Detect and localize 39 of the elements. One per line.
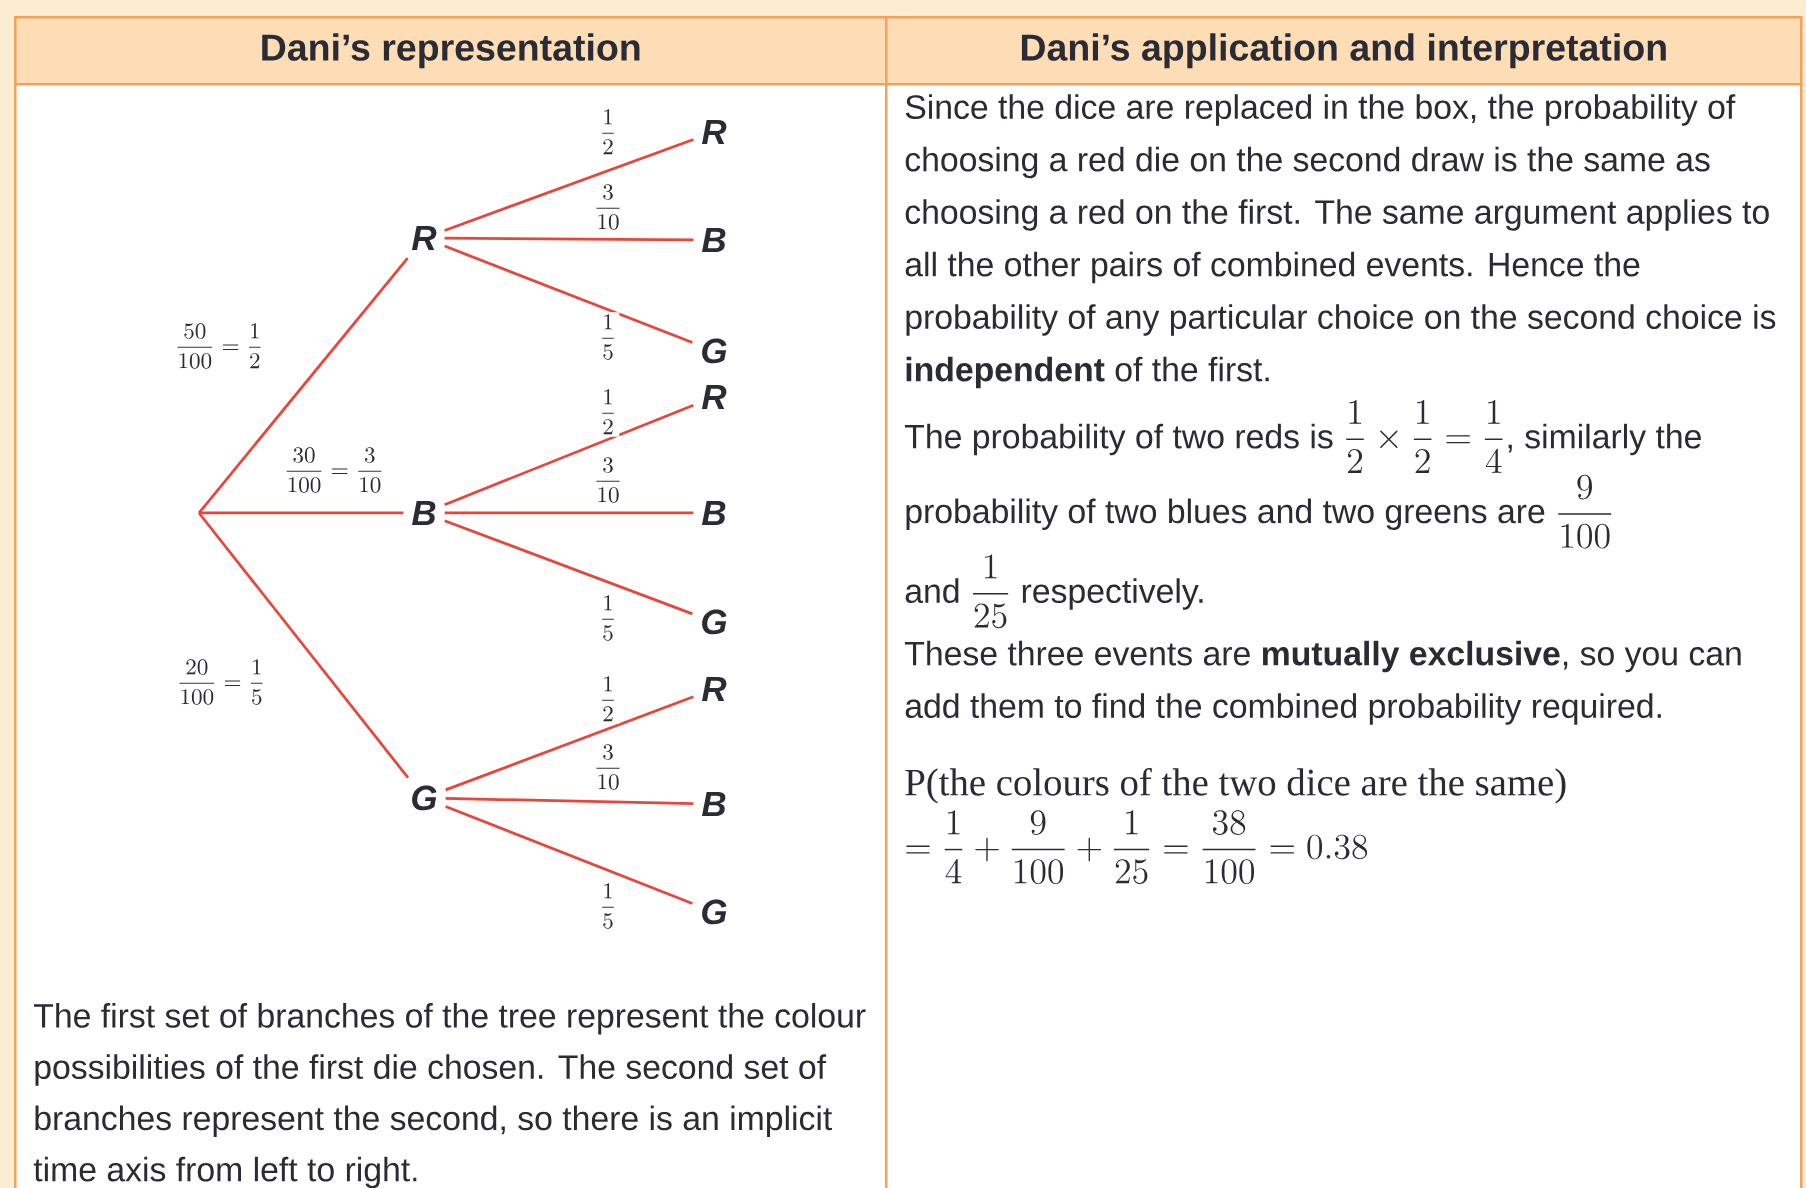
branch-line <box>197 512 409 779</box>
branch-line <box>445 805 693 905</box>
edge-label: $\frac{3}{10}$ <box>590 742 626 792</box>
outcome-letter: G <box>702 338 727 364</box>
branch-line <box>197 257 409 514</box>
outcome-letter: G <box>412 785 437 811</box>
column-header: Dani’s application and interpretation <box>885 16 1803 86</box>
branch-line <box>444 138 694 232</box>
table-cell: Since the dice are replaced in the box, the probability of choosing a red die on the second draw is the same as choosing a red on the first. The same argument applies to all the other pairs of combined events. Hence the probability of any particular choice on the second choice is independent of the first. The probability of two reds is $\frac{1}{2}\times\frac{1}{2}=\frac{1}{4}$ , similarly the probability of two blues and two greens are $\frac{9}{100}$ and $\frac{1}{25}$ respectively. These three events are mutually exclusive, so you can add them to find the combined probability required. P(the colours of the two dice are the same) $=\frac{1}{4}+\frac{9}{100}+\frac{1}{25}=\frac{38}{100}=0.38$ <box>885 83 1803 1188</box>
outcome-letter: B <box>412 500 436 526</box>
branch-line <box>445 797 694 805</box>
outcome-letter: R <box>702 119 727 145</box>
edge-label: $\frac{30}{100}=\frac{3}{10}$ <box>281 445 387 495</box>
outcome-letter: G <box>702 609 727 635</box>
edge-label: $\frac{1}{2}$ <box>596 387 620 437</box>
branch-line <box>444 236 694 242</box>
branch-line <box>444 519 693 616</box>
outcome-letter: R <box>702 676 727 702</box>
outcome-letter: R <box>702 384 727 410</box>
branch-line <box>445 695 694 792</box>
branch-line <box>199 511 404 515</box>
branch-line <box>444 403 694 506</box>
edge-label: $\frac{1}{5}$ <box>596 881 620 931</box>
outcome-letter: B <box>702 227 726 253</box>
edge-label: $\frac{20}{100}=\frac{1}{5}$ <box>173 657 269 707</box>
outcome-letter: B <box>702 791 726 817</box>
outcome-letter: G <box>702 899 727 925</box>
edge-label: $\frac{1}{5}$ <box>596 312 620 362</box>
edge-label: $\frac{50}{100}=\frac{1}{2}$ <box>171 321 267 371</box>
branch-line <box>444 511 694 515</box>
edge-label: $\frac{3}{10}$ <box>590 182 626 232</box>
edge-label: $\frac{1}{2}$ <box>596 674 620 724</box>
edge-label: $\frac{1}{2}$ <box>596 107 620 157</box>
column-header: Dani’s representation <box>14 16 888 86</box>
edge-label: $\frac{1}{5}$ <box>596 593 620 643</box>
branch-line <box>444 244 693 344</box>
outcome-letter: B <box>702 500 726 526</box>
edge-label: $\frac{3}{10}$ <box>590 455 626 505</box>
outcome-letter: R <box>412 225 437 251</box>
